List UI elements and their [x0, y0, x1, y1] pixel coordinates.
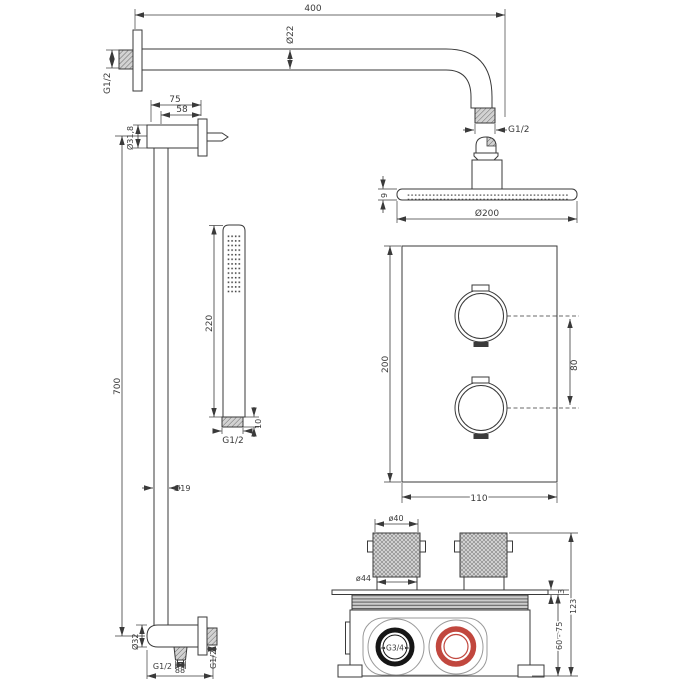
ports-panel: [362, 617, 488, 676]
elbow-flange: [197, 616, 208, 656]
dim-trim-width: 110: [470, 494, 487, 504]
valve-foot-right: [517, 664, 545, 678]
dim-knob-spacing: 80: [570, 359, 580, 371]
cover-plate-edge: [331, 589, 549, 595]
adjustment-sleeve: [351, 594, 529, 611]
arm-wall-flange: [132, 29, 143, 92]
shower-head-view: 9 Ø200: [378, 136, 578, 223]
head-neck: [471, 159, 503, 190]
dim-elbow-hose-thread: G1/2: [153, 662, 172, 671]
dim-hand-shower-thread: G1/2: [222, 436, 243, 446]
cartridge-knob-right: [459, 532, 508, 578]
dim-bracket-offset: 58: [176, 105, 188, 115]
dim-rail-diameter: Ø19: [174, 483, 190, 493]
rail-top-bracket: [146, 124, 199, 149]
shower-arm-view: 400 Ø22 G1/2 G1/2: [103, 4, 529, 135]
slide-rail-view: 75 58 Ø31,8 700 Ø19 Ø32 G1/2 G1/: [113, 95, 229, 679]
wall-outlet-elbow: [146, 624, 201, 648]
dim-elbow-diameter: Ø32: [130, 634, 140, 650]
arm-outlet-nut: [474, 107, 496, 124]
dim-bracket-width: 75: [169, 95, 180, 105]
hose-connector: [173, 646, 188, 661]
dim-rail-length: 700: [113, 378, 123, 395]
port-hot: [435, 626, 477, 667]
hand-shower-connector: [221, 416, 244, 428]
head-collar: [473, 152, 499, 161]
bracket-screw: [206, 132, 229, 142]
dim-bracket-diameter: Ø31,8: [125, 126, 135, 150]
dim-head-diameter: Ø200: [475, 208, 500, 219]
dim-elbow-wall-thread: G1/2: [209, 650, 218, 669]
bracket-flange: [197, 118, 208, 157]
rough-in-valve-view: G3/4 ø40 ø44 3 60 - 75 123: [331, 514, 580, 678]
hand-shower-view: 220 10 G1/2: [205, 224, 263, 446]
dim-hand-shower-length: 220: [205, 315, 215, 332]
dim-arm-outlet-thread: G1/2: [508, 125, 529, 135]
cartridge-knob-left: [372, 532, 421, 578]
valve-trim-view: 80 200 110: [381, 245, 580, 506]
valve-foot-left: [337, 664, 363, 678]
dim-elbow-width: 88: [175, 666, 185, 675]
dim-arm-length: 400: [304, 4, 321, 14]
dim-arm-diameter: Ø22: [285, 25, 296, 44]
arm-wall-connector: [118, 49, 134, 70]
port-cold: [375, 627, 415, 667]
dim-port-thread: G3/4: [386, 644, 404, 653]
dim-plate-thickness: 3: [557, 589, 566, 594]
dim-knob-top-diameter: ø40: [388, 514, 403, 523]
dim-head-thickness: 9: [380, 193, 389, 198]
dim-arm-wall-thread: G1/2: [103, 73, 113, 94]
dim-knob-base-diameter: ø44: [356, 574, 371, 583]
head-nozzles: [406, 194, 568, 200]
dim-total-depth: 123: [569, 599, 578, 614]
dim-install-depth: 60 - 75: [555, 622, 564, 650]
trim-plate: [401, 245, 558, 483]
dim-trim-height: 200: [381, 356, 391, 373]
elbow-wall-nipple: [206, 627, 218, 646]
hand-shower-nozzles: [227, 233, 241, 295]
dim-hand-shower-connector: 10: [254, 419, 263, 429]
